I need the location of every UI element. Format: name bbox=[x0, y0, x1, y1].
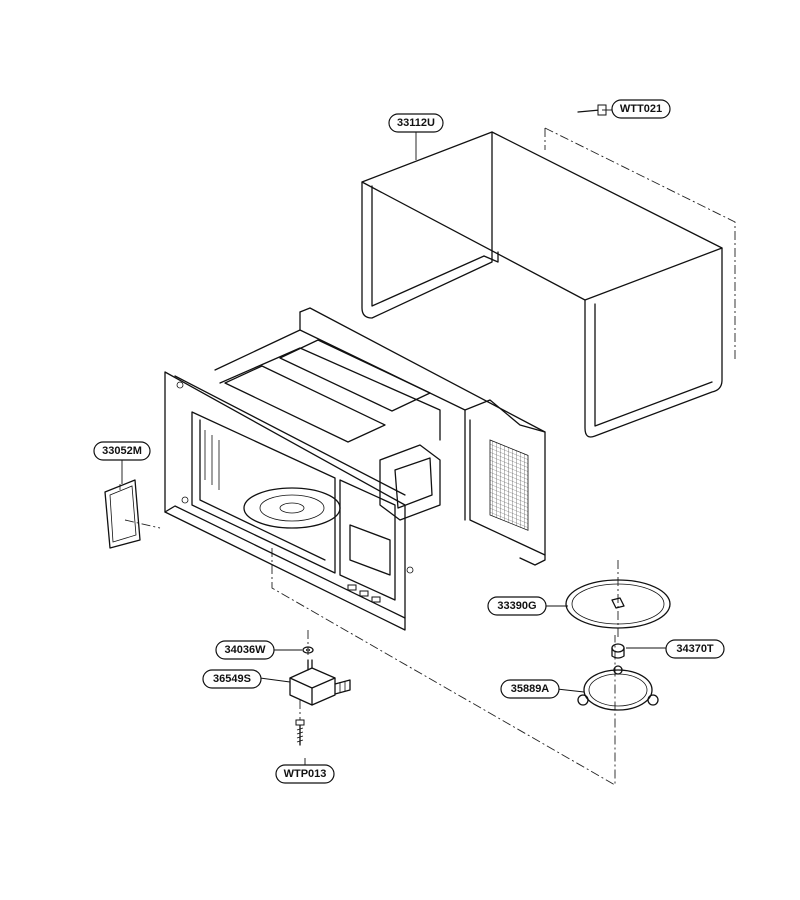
part-number: 36549S bbox=[213, 673, 251, 685]
screw-icon bbox=[577, 104, 607, 116]
label-34036w: 34036W bbox=[215, 640, 275, 660]
glass-tray bbox=[565, 579, 671, 629]
part-number: 33390G bbox=[497, 600, 536, 612]
label-35889a: 35889A bbox=[500, 679, 560, 699]
leader-lines bbox=[121, 109, 668, 766]
label-wtp013: WTP013 bbox=[275, 764, 335, 784]
label-33052m: 33052M bbox=[93, 441, 151, 461]
part-number: WTT021 bbox=[620, 103, 662, 115]
label-36549s: 36549S bbox=[202, 669, 262, 689]
part-number: 33052M bbox=[102, 445, 142, 457]
part-number: 35889A bbox=[511, 683, 550, 695]
label-33112u: 33112U bbox=[388, 113, 444, 133]
coupler bbox=[611, 643, 625, 659]
part-number: 34036W bbox=[225, 644, 267, 656]
washer bbox=[302, 646, 314, 654]
oven-cavity-chassis bbox=[164, 307, 546, 631]
choke-cover bbox=[104, 479, 141, 549]
screw-icon bbox=[295, 719, 305, 746]
part-number: 33112U bbox=[397, 117, 435, 129]
label-34370t: 34370T bbox=[665, 639, 725, 659]
label-33390g: 33390G bbox=[487, 596, 547, 616]
part-number: WTP013 bbox=[284, 768, 327, 780]
outer-cabinet bbox=[361, 131, 723, 438]
part-number: 34370T bbox=[676, 643, 714, 655]
turntable-motor bbox=[289, 659, 351, 706]
label-wtt021: WTT021 bbox=[611, 99, 671, 119]
roller-ring bbox=[577, 665, 659, 711]
